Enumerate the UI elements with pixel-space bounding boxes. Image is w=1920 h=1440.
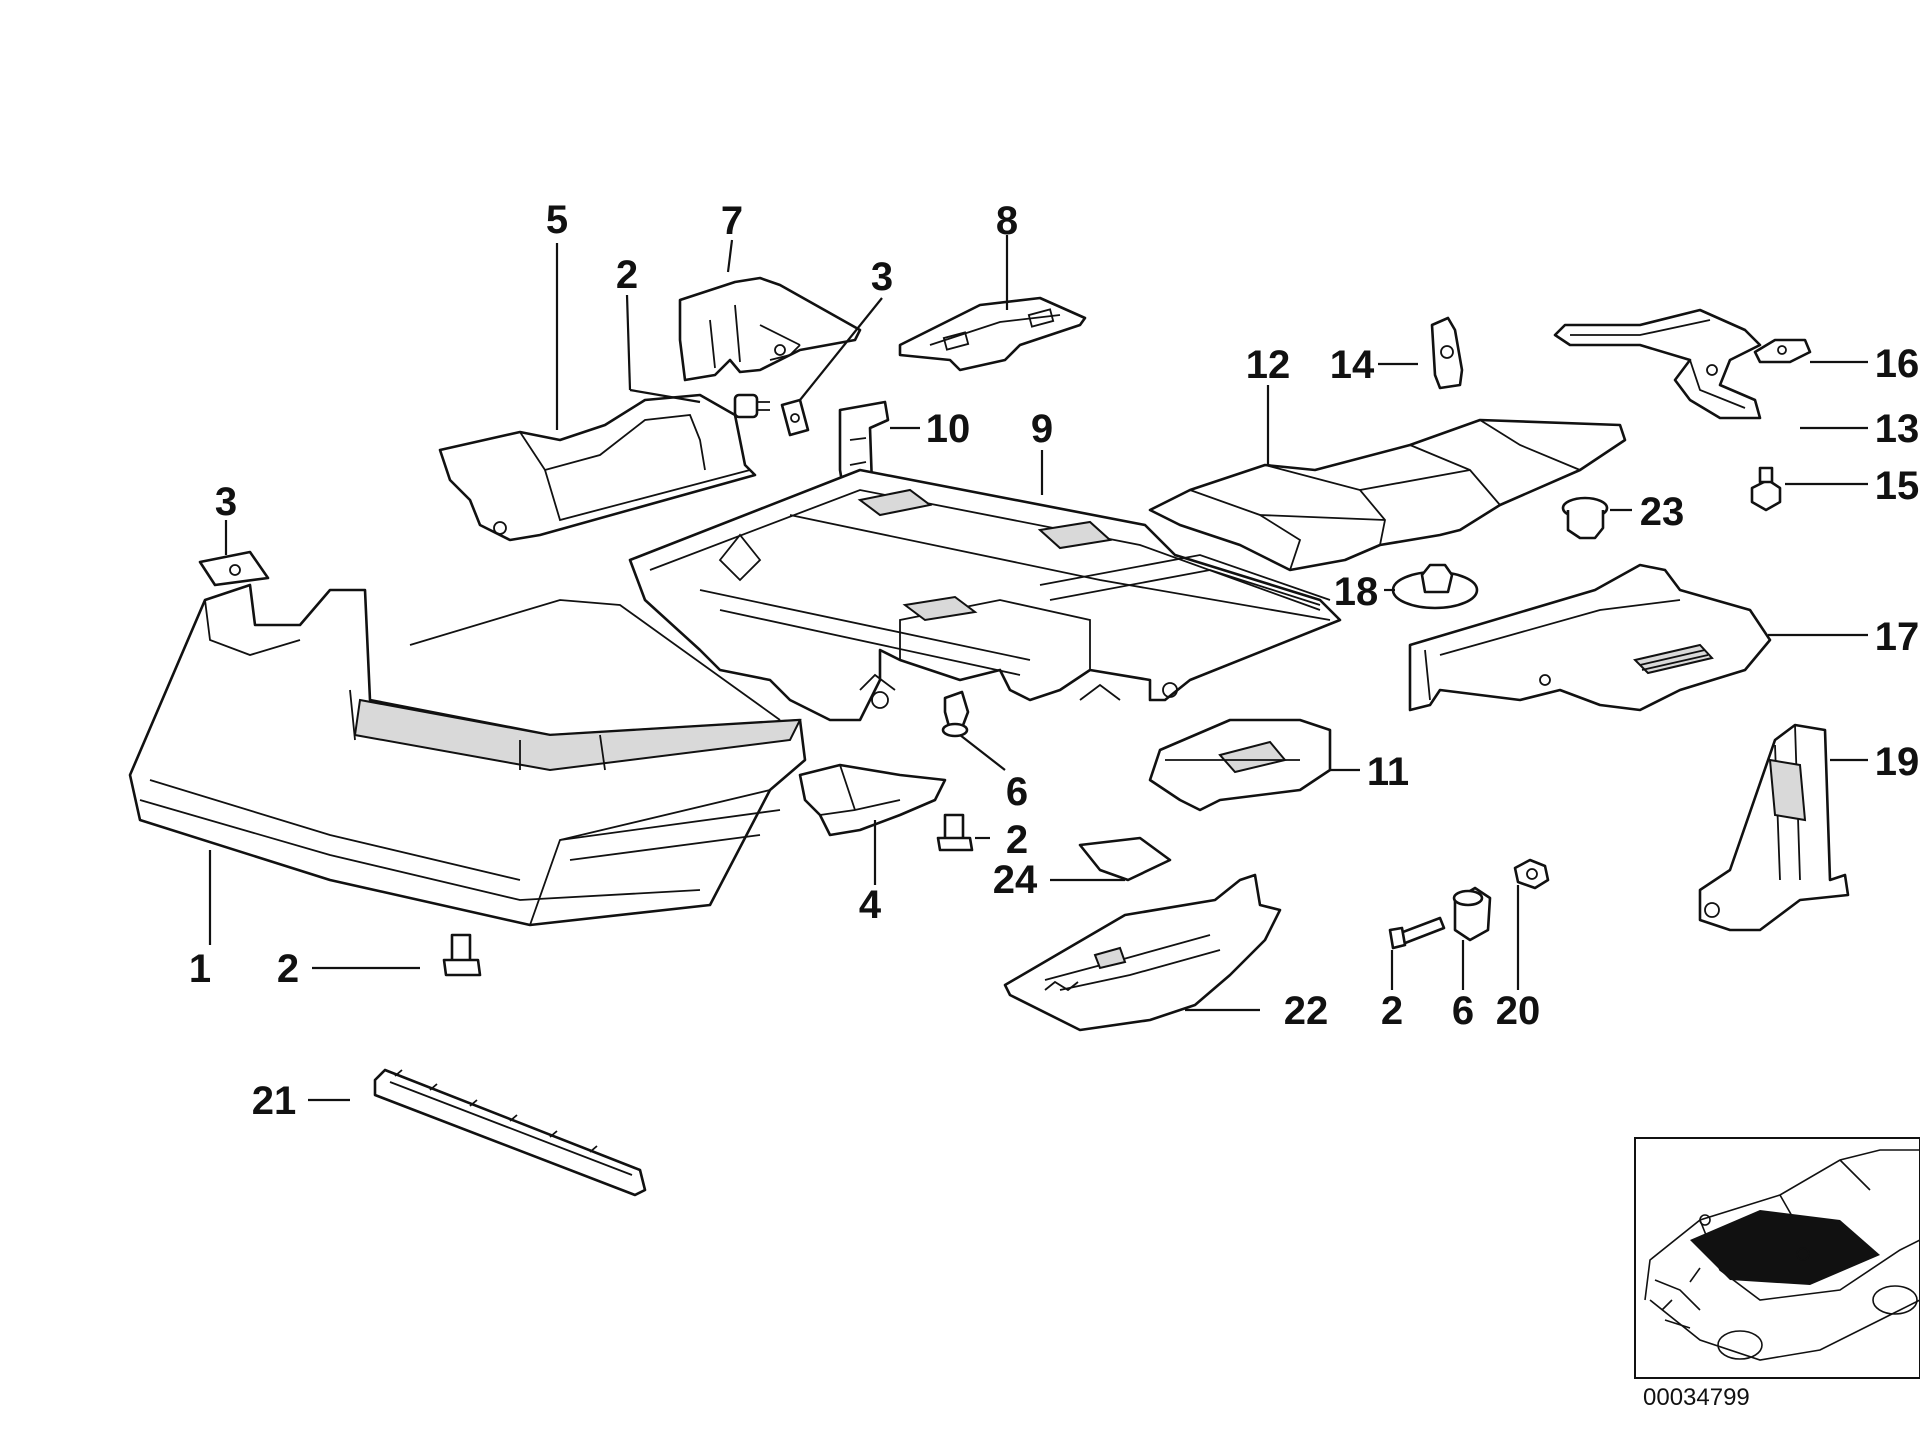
- callout-6: 6: [1452, 989, 1474, 1033]
- part-5-bracket: [438, 393, 757, 542]
- callout-19: 19: [1875, 740, 1920, 784]
- callout-labels: 1 2 3 4 5 2 3 7 8 10 9 12 14 16 13 15 23…: [189, 198, 1919, 1123]
- callout-18: 18: [1334, 570, 1379, 614]
- part-14-clip: [1430, 316, 1464, 390]
- callout-1: 1: [189, 947, 211, 991]
- part-12-tunnel-cover: [1148, 418, 1627, 572]
- part-6-bolt-lower: [1452, 886, 1492, 942]
- part-1-front-undertray: [128, 583, 807, 927]
- callout-12: 12: [1246, 343, 1291, 387]
- part-19-bracket: [1698, 723, 1850, 932]
- callout-4: 4: [859, 883, 882, 927]
- callout-7: 7: [721, 199, 743, 243]
- part-18-washer-nut: [1391, 563, 1479, 610]
- callout-2: 2: [277, 947, 299, 991]
- part-13-cross-brace: [1553, 308, 1762, 420]
- part-6-bolt-upper: [941, 690, 970, 738]
- highlighted-floor-area: [1690, 1210, 1880, 1285]
- callout-24: 24: [993, 858, 1038, 902]
- part-24-plate: [1078, 836, 1172, 882]
- leader-lines: [208, 235, 1868, 1102]
- callout-11: 11: [1367, 750, 1409, 794]
- callout-2: 2: [616, 253, 638, 297]
- callout-10: 10: [926, 407, 971, 451]
- callout-3: 3: [871, 255, 893, 299]
- callout-13: 13: [1875, 407, 1920, 451]
- callout-2: 2: [1381, 989, 1403, 1033]
- part-11-cover-plate: [1148, 718, 1332, 812]
- part-4-bracket-lower: [798, 763, 947, 837]
- part-17-side-panel: [1408, 563, 1772, 712]
- callout-16: 16: [1875, 342, 1920, 386]
- part-3-clip-left: [198, 550, 270, 587]
- callout-15: 15: [1875, 464, 1920, 508]
- callout-21: 21: [252, 1079, 297, 1123]
- part-2-bolt-mid: [936, 813, 974, 852]
- vehicle-location-inset: [1634, 1137, 1920, 1379]
- part-21-seal-strip: [373, 1068, 647, 1197]
- part-16-plate: [1753, 338, 1812, 364]
- part-2-bolt-lower-left: [442, 933, 482, 977]
- part-9-center-tray: [628, 468, 1342, 722]
- callout-14: 14: [1330, 343, 1375, 387]
- callout-6: 6: [1006, 770, 1028, 814]
- part-2-bolt-lower-right: [1388, 916, 1446, 950]
- callout-20: 20: [1496, 989, 1541, 1033]
- part-20-nut: [1513, 858, 1550, 890]
- callout-17: 17: [1875, 615, 1920, 659]
- diagram-reference-number: 00034799: [1643, 1384, 1750, 1411]
- part-22-rear-cover: [1003, 873, 1282, 1032]
- callout-2: 2: [1006, 818, 1028, 862]
- callout-23: 23: [1640, 490, 1685, 534]
- part-15-nut: [1750, 466, 1782, 512]
- callout-22: 22: [1284, 989, 1329, 1033]
- part-8-bracket: [898, 296, 1087, 372]
- callout-8: 8: [996, 199, 1018, 243]
- part-3-clip-upper: [780, 398, 810, 437]
- callout-5: 5: [546, 198, 568, 242]
- callout-9: 9: [1031, 407, 1053, 451]
- hardware-bolt-small: [733, 393, 770, 419]
- part-23-grommet: [1561, 496, 1609, 540]
- part-7-bracket: [678, 276, 862, 382]
- callout-3: 3: [215, 480, 237, 524]
